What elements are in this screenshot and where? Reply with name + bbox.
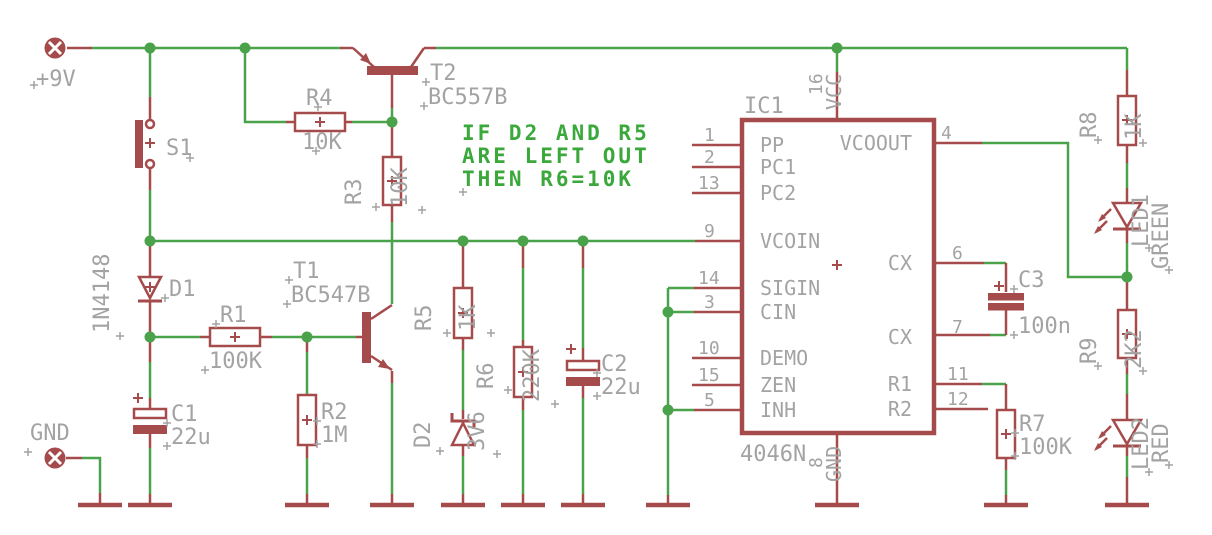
ic1-pin-num-9: 9 bbox=[704, 221, 715, 242]
gnd-supply-symbol bbox=[44, 447, 66, 469]
label-r1-name: R1 bbox=[220, 303, 247, 328]
label-r9-name: R9 bbox=[1077, 338, 1102, 365]
label-ic1-part: 4046N bbox=[740, 442, 806, 467]
label-s1: S1 bbox=[166, 136, 193, 161]
ic1-pin-name-r2: R2 bbox=[888, 397, 912, 421]
transistor-t2-symbol bbox=[352, 47, 426, 75]
label-r5-value: 1K bbox=[456, 304, 481, 331]
label-c1-value: 22u bbox=[171, 425, 211, 450]
label-r2-value: 1M bbox=[321, 423, 348, 448]
label-t1-value: BC547B bbox=[291, 283, 370, 308]
label-r7-value: 100K bbox=[1019, 435, 1073, 460]
ic1-pin-num-12: 12 bbox=[947, 389, 969, 410]
label-ic1-name: IC1 bbox=[744, 94, 784, 119]
note-line-3: THEN R6=10K bbox=[462, 167, 634, 191]
ic1-pin-name-cin: CIN bbox=[760, 300, 796, 324]
ic1-pin-num-11: 11 bbox=[947, 364, 969, 385]
resistor-bodies bbox=[208, 94, 1138, 460]
label-r5-name: R5 bbox=[412, 305, 437, 332]
label-c2-value: 22u bbox=[601, 375, 641, 400]
label-r6-name: R6 bbox=[474, 363, 499, 390]
label-r8-value: 1K bbox=[1122, 113, 1147, 140]
ic1-pin-name-demo: DEMO bbox=[760, 346, 808, 370]
ic1-pin-name-vcc: VCC bbox=[822, 74, 846, 110]
label-r4-name: R4 bbox=[306, 86, 333, 111]
ic1-pin-name-gnd: GND bbox=[822, 446, 846, 482]
label-r8-name: R8 bbox=[1077, 112, 1102, 139]
label-r3-value: 10K bbox=[388, 167, 413, 207]
capacitor-c3-symbol bbox=[988, 280, 1024, 311]
ic1-pin-name-cx1: CX bbox=[888, 251, 912, 275]
label-c2-name: C2 bbox=[601, 352, 628, 377]
ic1-pin-num-7: 7 bbox=[952, 317, 963, 338]
label-d2-value: 3V6 bbox=[465, 411, 490, 451]
ic1-pin-name-sigin: SIGIN bbox=[760, 276, 820, 300]
label-d2-name: D2 bbox=[411, 422, 436, 449]
ic1-pin-name-pc2: PC2 bbox=[760, 181, 796, 205]
label-d1-value: 1N4148 bbox=[90, 254, 115, 333]
ic1-pin-num-8: 8 bbox=[806, 457, 827, 468]
ic1-pin-name-cx2: CX bbox=[888, 325, 912, 349]
label-r1-value: 100K bbox=[209, 349, 263, 374]
plus9v-symbol bbox=[44, 37, 66, 59]
label-t2-name: T2 bbox=[430, 61, 457, 86]
label-r4-value: 10K bbox=[302, 130, 342, 155]
ic1-pin-name-zen: ZEN bbox=[760, 373, 796, 397]
ic1-pin-name-vcoin: VCOIN bbox=[760, 229, 820, 253]
note-line-1: IF D2 AND R5 bbox=[462, 121, 650, 145]
label-gnd: GND bbox=[30, 421, 70, 446]
ic1-pin-num-5: 5 bbox=[704, 390, 715, 411]
label-led1-value: GREEN bbox=[1149, 203, 1174, 269]
label-c1-name: C1 bbox=[171, 402, 198, 427]
label-r7-name: R7 bbox=[1019, 412, 1046, 437]
label-t1-name: T1 bbox=[293, 259, 320, 284]
note-line-2: ARE LEFT OUT bbox=[462, 144, 650, 168]
label-r3-name: R3 bbox=[342, 179, 367, 206]
ic1-pin-num-4: 4 bbox=[941, 123, 952, 144]
ic1-pin-num-6: 6 bbox=[952, 243, 963, 264]
ic1-pin-num-13: 13 bbox=[698, 173, 720, 194]
label-plus9v: +9V bbox=[36, 67, 76, 92]
ic1-pin-num-10: 10 bbox=[698, 338, 720, 359]
capacitor-c1-symbol bbox=[132, 392, 168, 434]
led1-symbol bbox=[1094, 201, 1144, 234]
label-r6-value: 220K bbox=[520, 348, 545, 402]
label-led2-name: LED2 bbox=[1129, 417, 1154, 470]
ic1-pin-num-1: 1 bbox=[704, 125, 715, 146]
ic1-pin-name-r1: R1 bbox=[888, 372, 912, 396]
label-r2-name: R2 bbox=[321, 400, 348, 425]
ic1-pin-num-3: 3 bbox=[704, 292, 715, 313]
transistor-t1-symbol bbox=[362, 303, 393, 372]
ic1-pin-name-pp: PP bbox=[760, 133, 784, 157]
ic1-pin-name-pc1: PC1 bbox=[760, 155, 796, 179]
junction-dots bbox=[144, 42, 1133, 416]
diode-d1-symbol bbox=[136, 275, 164, 303]
label-led1-name: LED1 bbox=[1129, 194, 1154, 247]
ic1-pin-num-15: 15 bbox=[698, 365, 720, 386]
ic1-pin-num-16: 16 bbox=[806, 73, 827, 95]
zener-d2-symbol bbox=[449, 413, 477, 447]
capacitor-c2-symbol bbox=[565, 343, 601, 386]
ic1-symbol bbox=[739, 117, 937, 436]
ic1-pin-num-14: 14 bbox=[698, 268, 720, 289]
switch-s1-symbol bbox=[135, 118, 156, 170]
ic1-pin-num-2: 2 bbox=[704, 147, 715, 168]
ic1-pin-name-inh: INH bbox=[760, 398, 796, 422]
ic1-pin-name-vcoout: VCOOUT bbox=[840, 131, 912, 155]
led2-symbol bbox=[1094, 418, 1144, 451]
label-c3-name: C3 bbox=[1018, 268, 1045, 293]
label-c3-value: 100n bbox=[1018, 314, 1071, 339]
wires-red bbox=[66, 46, 1129, 505]
label-led2-value: RED bbox=[1149, 423, 1174, 463]
label-t2-value: BC557B bbox=[428, 85, 507, 110]
wires-green bbox=[82, 46, 1129, 495]
label-d1-name: D1 bbox=[169, 277, 196, 302]
label-r9-value: 2K2 bbox=[1122, 329, 1147, 369]
